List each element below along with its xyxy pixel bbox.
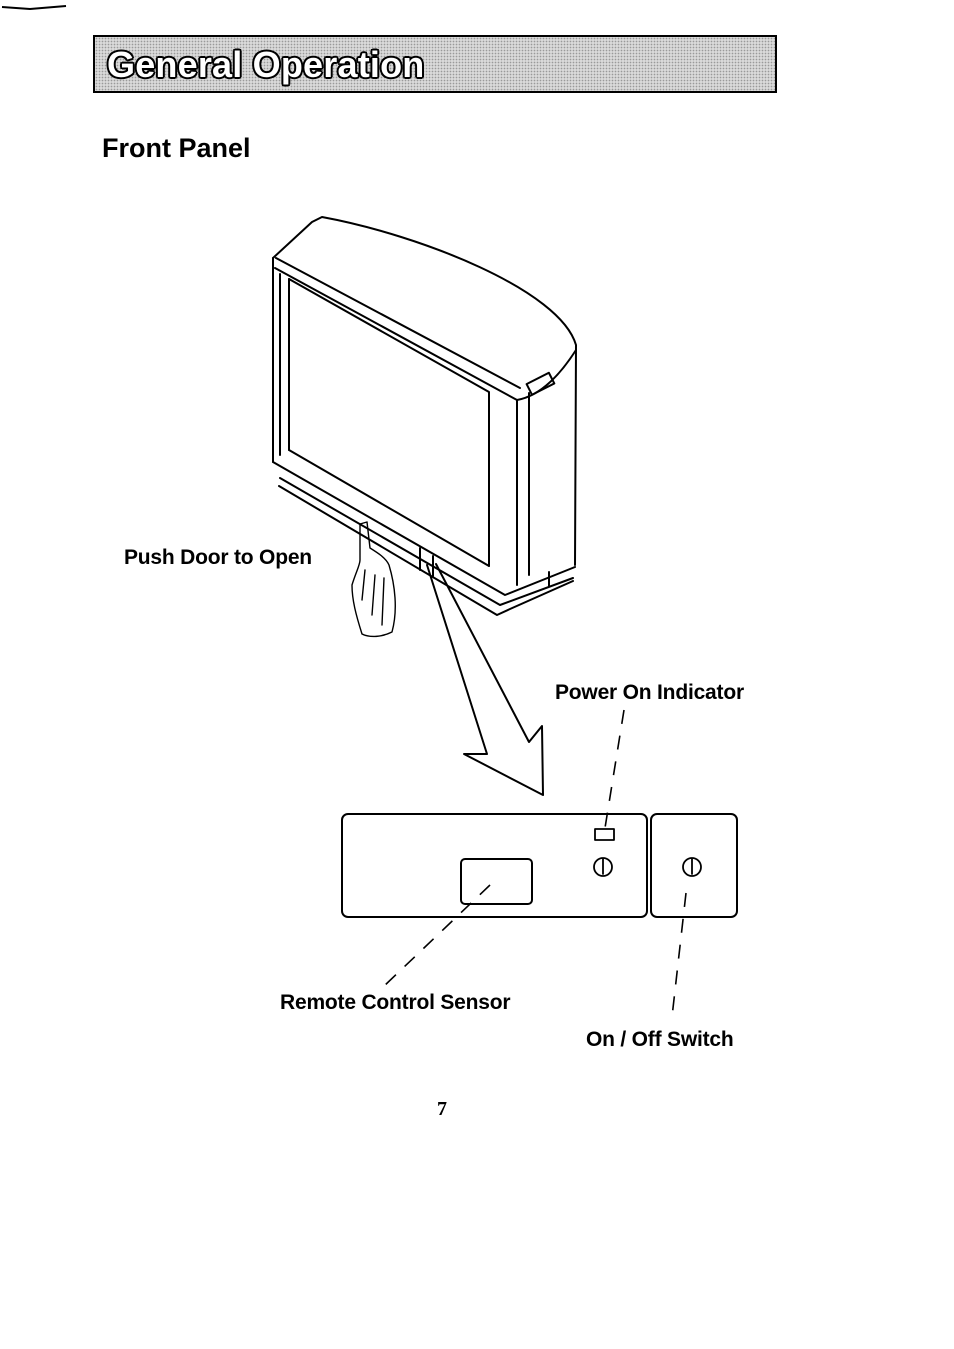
corner-mark bbox=[1, 5, 67, 11]
label-on-off-switch: On / Off Switch bbox=[586, 1028, 734, 1051]
label-remote-sensor: Remote Control Sensor bbox=[280, 991, 511, 1014]
pointing-hand-icon bbox=[351, 521, 396, 638]
front-panel-heading: Front Panel bbox=[102, 133, 251, 163]
power-led bbox=[594, 828, 615, 841]
front-panel-detail bbox=[341, 813, 738, 918]
section-title: General Operation bbox=[107, 44, 425, 85]
section-banner: General Operation bbox=[93, 35, 777, 93]
zoom-arrow bbox=[426, 563, 544, 796]
leader-remote-sensor bbox=[381, 884, 491, 989]
power-switch-icon bbox=[682, 857, 702, 877]
label-push-door: Push Door to Open bbox=[124, 546, 312, 569]
control-door-panel bbox=[341, 813, 648, 918]
remote-sensor-window bbox=[460, 858, 533, 905]
page-number: 7 bbox=[437, 1098, 447, 1120]
power-symbol-icon bbox=[593, 857, 613, 877]
leader-on-off-switch bbox=[671, 892, 687, 1018]
switch-panel bbox=[650, 813, 738, 918]
television-illustration bbox=[272, 216, 577, 616]
label-power-indicator: Power On Indicator bbox=[555, 681, 744, 704]
leader-power-indicator bbox=[604, 709, 625, 829]
